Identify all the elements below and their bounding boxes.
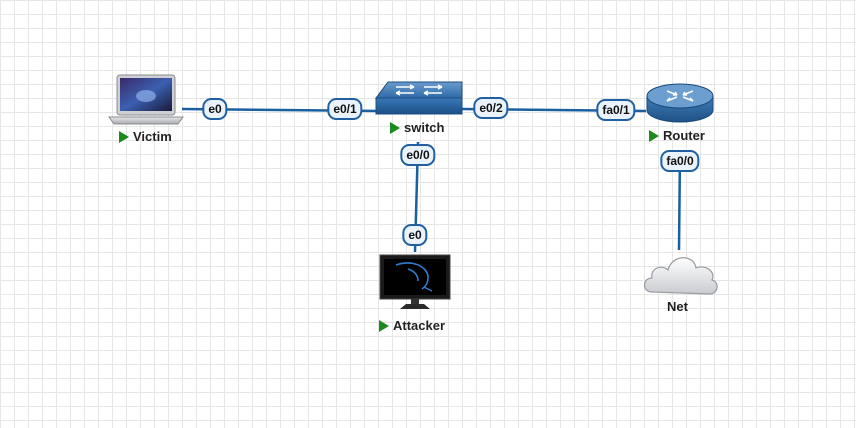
- router-node[interactable]: [645, 80, 715, 126]
- router-icon: [646, 83, 714, 123]
- switch-icon: [375, 81, 463, 115]
- port-switch-e0-2[interactable]: e0/2: [473, 97, 509, 119]
- port-attacker-e0[interactable]: e0: [402, 224, 428, 246]
- running-status-icon: [390, 121, 400, 134]
- net-node[interactable]: [640, 248, 720, 298]
- port-switch-e0-1[interactable]: e0/1: [327, 98, 363, 120]
- running-status-icon: [119, 130, 129, 143]
- net-label[interactable]: Net: [667, 299, 688, 314]
- switch-name: switch: [404, 120, 445, 135]
- cloud-icon: [643, 257, 718, 295]
- net-name: Net: [667, 299, 688, 314]
- laptop-icon: [108, 74, 184, 125]
- router-label[interactable]: Router: [649, 128, 705, 143]
- port-switch-e0-0[interactable]: e0/0: [400, 144, 436, 166]
- victim-node[interactable]: [108, 74, 184, 126]
- switch-label[interactable]: switch: [390, 120, 444, 135]
- attacker-label[interactable]: Attacker: [379, 318, 445, 333]
- attacker-name: Attacker: [393, 318, 446, 333]
- router-name: Router: [663, 128, 705, 143]
- victim-label[interactable]: Victim: [119, 129, 172, 144]
- monitor-icon: [379, 254, 451, 309]
- running-status-icon: [379, 319, 389, 332]
- port-router-fa0-0[interactable]: fa0/0: [660, 150, 700, 172]
- victim-name: Victim: [133, 129, 172, 144]
- attacker-node[interactable]: [378, 253, 452, 311]
- port-router-fa0-1[interactable]: fa0/1: [596, 99, 636, 121]
- port-victim-e0[interactable]: e0: [202, 98, 228, 120]
- switch-node[interactable]: [374, 80, 464, 118]
- running-status-icon: [649, 129, 659, 142]
